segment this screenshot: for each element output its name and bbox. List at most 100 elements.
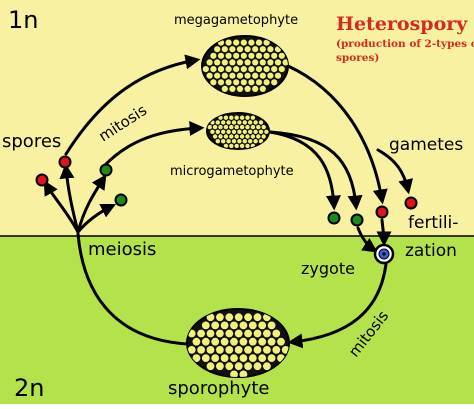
cell [252, 85, 259, 92]
cell [248, 120, 253, 125]
cell [274, 59, 282, 66]
cell [255, 39, 263, 46]
red-spore-left [35, 173, 49, 187]
cell [248, 129, 253, 134]
cell [244, 329, 253, 338]
cell [240, 39, 247, 46]
cell [261, 134, 266, 139]
cell [253, 129, 258, 134]
cell [236, 85, 244, 92]
cell [244, 362, 253, 371]
cell [202, 66, 209, 73]
cell [234, 143, 239, 149]
cell [229, 115, 234, 120]
megagametophyte-label: megagametophyte [174, 13, 298, 28]
cell [277, 337, 285, 346]
cell [201, 354, 210, 362]
haploid-label: 1n [8, 6, 38, 34]
cell [240, 66, 247, 73]
cell [234, 346, 243, 354]
cell [267, 337, 276, 346]
cell [259, 46, 266, 53]
cell [248, 354, 257, 362]
cell [234, 329, 243, 338]
arrow-megagametophyte-to-gamete [376, 148, 414, 195]
arrow-microgametophyte-to-sperm-left [268, 130, 341, 211]
cell [267, 59, 274, 66]
cell [253, 329, 262, 338]
cell [221, 72, 228, 79]
cell [240, 79, 247, 86]
cell [217, 79, 225, 86]
cell [210, 79, 217, 86]
cell [239, 354, 248, 362]
cell [274, 72, 282, 79]
cell [253, 346, 262, 354]
cell [223, 143, 229, 149]
cell [217, 52, 225, 59]
red-spore-top [58, 155, 72, 169]
cell [272, 329, 281, 338]
cell [271, 52, 278, 59]
cell [229, 46, 236, 53]
arrow-egg-to-zygote [376, 218, 392, 247]
cell [248, 39, 255, 46]
cell [245, 115, 250, 120]
cell [229, 124, 234, 130]
cell [230, 370, 238, 377]
cell [226, 129, 231, 134]
cell [229, 143, 234, 149]
cell [233, 39, 240, 46]
cell [263, 52, 270, 59]
cell [230, 337, 238, 346]
arrow-meiosis-green-spore-low [76, 203, 117, 234]
cell [234, 115, 239, 120]
cell [223, 134, 229, 139]
cell [236, 59, 244, 66]
cell [272, 346, 281, 354]
zygote-structure [373, 243, 395, 265]
cell [263, 66, 270, 73]
cell [267, 72, 274, 79]
cell [229, 85, 236, 92]
cell [242, 129, 247, 134]
cell [206, 313, 215, 322]
cell [258, 120, 264, 125]
cell [192, 354, 201, 362]
cell [267, 46, 274, 53]
cell [201, 321, 210, 330]
zygote-label: zygote [301, 259, 355, 278]
cell [252, 46, 259, 53]
arrow-to-microgametophyte [104, 121, 205, 166]
cell [211, 354, 220, 362]
spores-label: spores [2, 131, 61, 152]
arrow-meiosis-red-spore-left [43, 180, 80, 234]
cell [226, 139, 231, 144]
cell [210, 52, 217, 59]
cell [225, 79, 232, 86]
cell [263, 346, 271, 354]
cell [216, 329, 224, 338]
cell [244, 46, 251, 53]
cell [217, 66, 225, 73]
cell [244, 85, 251, 92]
cell [211, 337, 220, 346]
cell [211, 321, 220, 330]
cell [225, 52, 232, 59]
cell [221, 129, 226, 134]
gamete-red-right [404, 196, 418, 210]
fertilization-label-line2: zation [405, 241, 457, 261]
cell [271, 79, 278, 86]
cell [258, 321, 267, 330]
diagram-title: Heterospory [336, 13, 468, 35]
cell [267, 321, 276, 330]
arrow-microgametophyte-to-sperm-right [268, 130, 363, 211]
cell [234, 134, 239, 139]
cell [210, 129, 215, 134]
cell [197, 346, 206, 354]
arrow-meiosis-green-spore-mid [76, 174, 107, 234]
cell [244, 59, 251, 66]
cell [264, 129, 269, 134]
cell [263, 329, 271, 338]
cell [218, 124, 223, 130]
